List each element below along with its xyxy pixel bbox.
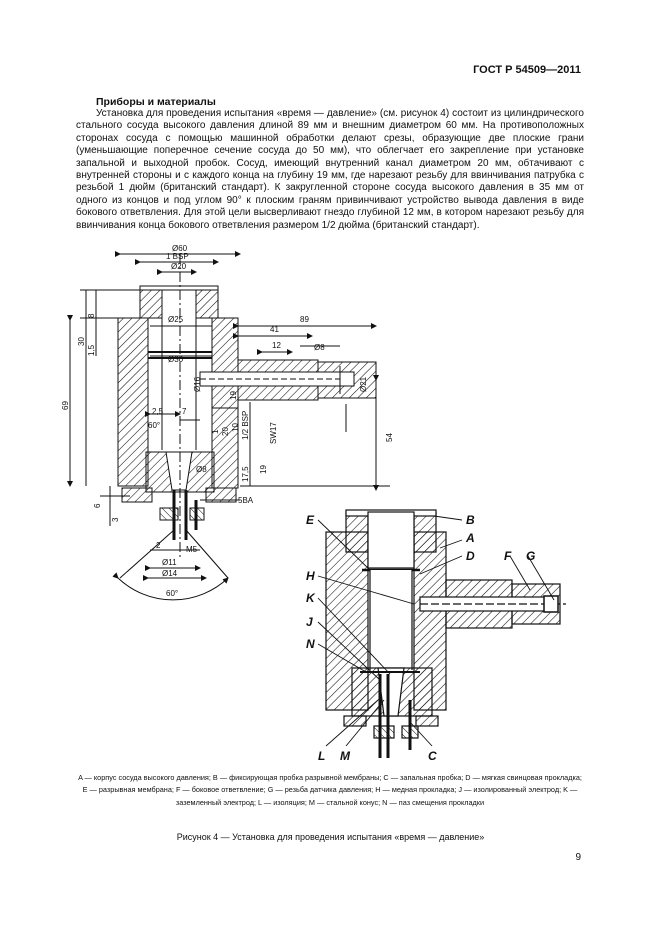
dim-19-b: 19 (229, 391, 238, 400)
section-part-labels: E B A D F G H K J N L M C (306, 513, 535, 763)
dim-d21: Ø21 (359, 376, 368, 392)
page-number: 9 (575, 852, 581, 863)
dim-89: 89 (300, 315, 309, 324)
label-J: J (306, 615, 313, 629)
section-drawing (325, 509, 566, 758)
dim-60deg-a: 60° (148, 421, 160, 430)
label-D: D (466, 549, 475, 563)
label-N: N (306, 637, 315, 651)
dim-d16: Ø16 (193, 376, 202, 392)
label-H: H (306, 569, 315, 583)
dim-d8-b: Ø8 (196, 465, 207, 474)
dim-20: 20 (221, 427, 230, 436)
label-F: F (504, 549, 512, 563)
label-K: K (306, 591, 316, 605)
dim-bsp1: 1 BSP (166, 252, 189, 261)
dim-d60: Ø60 (172, 244, 188, 253)
dim-17-5: 17,5 (241, 466, 250, 482)
dim-d25: Ø25 (168, 315, 184, 324)
label-G: G (526, 549, 535, 563)
dim-6: 6 (93, 503, 102, 508)
section-title: Приборы и материалы (96, 96, 216, 108)
dim-d8: Ø8 (314, 343, 325, 352)
dim-5ba: 5BA (238, 496, 254, 505)
dim-half-bsp: 1/2 BSP (241, 411, 250, 440)
label-E: E (306, 513, 315, 527)
document-id: ГОСТ Р 54509—2011 (473, 64, 581, 76)
dim-3: 3 (111, 517, 120, 522)
dim-60deg-b: 60° (166, 589, 178, 598)
figure-legend: A — корпус сосуда высокого давления; B —… (78, 773, 582, 807)
dim-54: 54 (385, 433, 394, 442)
dim-2-5: 2,5 (152, 407, 164, 416)
dim-m5: M5 (186, 545, 198, 554)
body-text: Установка для проведения испытания «врем… (76, 108, 584, 232)
body-paragraph: Установка для проведения испытания «врем… (76, 108, 584, 231)
dim-sw17: SW17 (269, 422, 278, 444)
label-C: C (428, 749, 437, 763)
technical-drawing (67, 251, 390, 601)
dim-30: 30 (77, 337, 86, 346)
label-M: M (340, 749, 351, 763)
dim-12: 12 (272, 341, 281, 350)
dim-d14: Ø14 (162, 569, 178, 578)
section-leader-lines (317, 515, 555, 747)
dim-d11: Ø11 (162, 558, 177, 567)
dim-d20: Ø20 (171, 262, 187, 271)
label-L: L (318, 749, 325, 763)
dim-69: 69 (61, 401, 70, 410)
label-A: A (465, 531, 475, 545)
dim-2: 2 (156, 541, 161, 550)
dim-1-5: 1,5 (87, 344, 96, 356)
dim-41: 41 (270, 325, 279, 334)
drawing-dimension-labels: Ø60 1 BSP Ø20 Ø25 Ø30 89 41 12 Ø8 Ø16 Ø2… (61, 244, 394, 598)
dim-1: 1 (211, 429, 220, 434)
label-B: B (466, 513, 475, 527)
dim-10: 10 (231, 423, 240, 432)
figure-caption: Рисунок 4 — Установка для проведения исп… (176, 832, 485, 842)
dim-d30: Ø30 (168, 355, 184, 364)
dim-8: 8 (87, 313, 96, 318)
dim-7: 7 (182, 407, 187, 416)
dim-19-a: 19 (259, 465, 268, 474)
